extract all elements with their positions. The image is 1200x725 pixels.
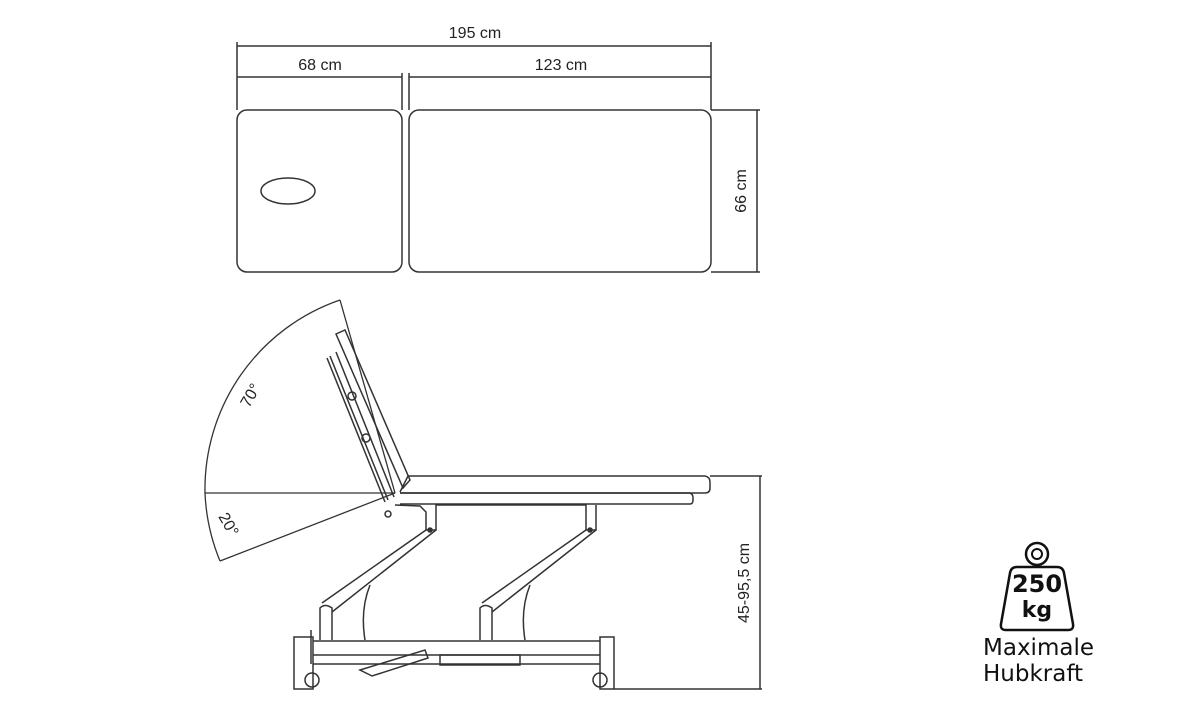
- lift-mechanism: [319, 527, 597, 641]
- label-body-section: 123 cm: [535, 57, 587, 74]
- face-hole: [260, 177, 316, 205]
- body-section-pad: [408, 109, 712, 273]
- table-top-side: [394, 475, 711, 531]
- load-value: 250: [1011, 570, 1063, 598]
- load-unit: kg: [1021, 598, 1053, 623]
- dimension-total-length: [236, 42, 712, 110]
- label-total-length: 195 cm: [449, 25, 501, 42]
- caption-line-1: Maximale: [983, 635, 1094, 661]
- label-height: 45-95,5 cm: [736, 543, 753, 623]
- dimension-body-section: [408, 73, 711, 110]
- load-caption: Maximale Hubkraft: [983, 635, 1113, 687]
- base-frame: [293, 630, 615, 690]
- label-angle-20: 20°: [214, 510, 241, 539]
- max-lift-badge: 250 kg Maximale Hubkraft: [975, 540, 1125, 700]
- backrest-angle-arc: [204, 299, 396, 562]
- label-head-section: 68 cm: [298, 57, 342, 74]
- label-angle-70: 70°: [238, 381, 265, 410]
- label-width: 66 cm: [733, 169, 750, 213]
- dimension-height: [614, 475, 762, 690]
- weight-icon: [999, 541, 1075, 632]
- dimension-head-section: [237, 73, 403, 110]
- caption-line-2: Hubkraft: [983, 661, 1084, 687]
- head-section-pad: [236, 109, 403, 273]
- backrest: [326, 329, 411, 518]
- dimension-width: [711, 109, 760, 273]
